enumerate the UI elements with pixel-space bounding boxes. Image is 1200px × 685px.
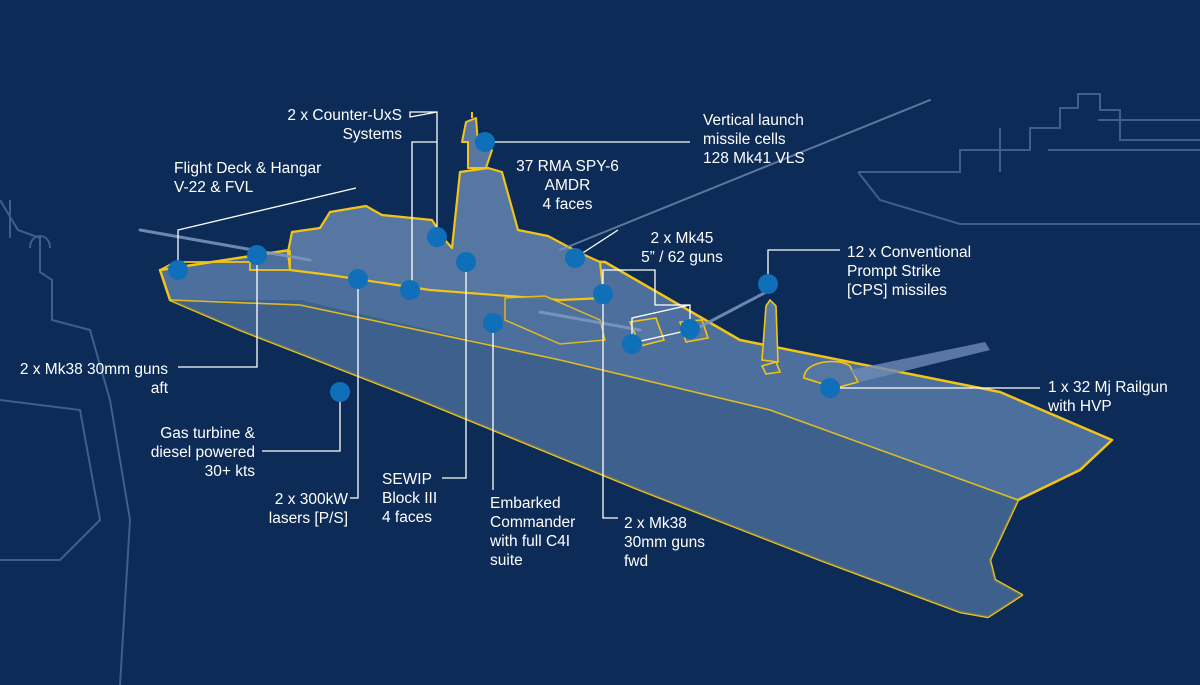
circle-marker-icon (348, 269, 368, 289)
hull-side-shadow (170, 300, 1022, 617)
background-ghost-ships (0, 93, 1200, 685)
cps-launcher (761, 298, 779, 363)
callout-lasers: 2 x 300kW lasers [P/S] (268, 491, 348, 527)
vls-module (504, 295, 606, 345)
leader-mk45 (602, 269, 691, 344)
circle-marker-icon (593, 284, 613, 304)
leader-mk38-aft (178, 255, 258, 368)
callout-mk38-fwd: 2 x Mk38 30mm guns fwd (624, 515, 705, 570)
leader-propulsion (262, 392, 341, 452)
ship-body (158, 112, 1114, 619)
callout-sewip: SEWIP Block III 4 faces (382, 471, 438, 526)
callout-flight-deck: Flight Deck & Hangar V-22 & FVL (174, 160, 322, 196)
mk45-barrel-2 (692, 288, 772, 332)
leader-lines (177, 111, 1040, 519)
circle-marker-icon (758, 274, 778, 294)
circle-marker-icon (565, 248, 585, 268)
spy6-beam (559, 99, 931, 251)
ghost-ship-left (0, 199, 132, 685)
circle-marker-icon (247, 245, 267, 265)
callout-propulsion: Gas turbine & diesel powered 30+ kts (150, 425, 255, 480)
callout-vls: Vertical launch missile cells 128 Mk41 V… (703, 112, 805, 167)
leader-lasers (350, 279, 359, 499)
callout-counter-uxs: 2 x Counter-UxS Systems (287, 107, 402, 143)
circle-marker-icon (427, 227, 447, 247)
railgun-mount (803, 360, 860, 389)
circle-marker-icon (483, 313, 503, 333)
leader-cps (767, 249, 840, 283)
circle-marker-icon (622, 334, 642, 354)
callout-cps: 12 x Conventional Prompt Strike [CPS] mi… (847, 244, 972, 299)
aft-gun-barrel (138, 228, 312, 262)
circle-marker-icon (475, 132, 495, 152)
callout-spy6: 37 RMA SPY-6 AMDR 4 faces (516, 158, 619, 213)
gun-barrels (138, 99, 990, 382)
mk45-barrel-1 (538, 310, 642, 332)
circle-marker-icon (820, 378, 840, 398)
ship-superstructure (286, 166, 606, 302)
callout-commander: Embarked Commander with full C4I suite (490, 495, 576, 569)
callout-mk38-aft: 2 x Mk38 30mm guns aft (19, 361, 168, 397)
circle-marker-icon (400, 280, 420, 300)
callout-mk45: 2 x Mk45 5” / 62 guns (641, 230, 723, 266)
railgun-barrel (850, 342, 990, 382)
callout-railgun: 1 x 32 Mj Railgun with HVP (1048, 379, 1168, 415)
leader-mk38-fwd (602, 296, 618, 519)
circle-marker-icon (168, 260, 188, 280)
leader-flight-deck (177, 187, 357, 268)
circle-marker-icon (680, 319, 700, 339)
markers (168, 132, 840, 402)
circle-marker-icon (456, 252, 476, 272)
ghost-ship-right (857, 93, 1200, 225)
leader-counter-uxs (409, 111, 438, 290)
leader-sewip (442, 262, 467, 479)
cps-hatch (760, 361, 782, 375)
circle-marker-icon (330, 382, 350, 402)
